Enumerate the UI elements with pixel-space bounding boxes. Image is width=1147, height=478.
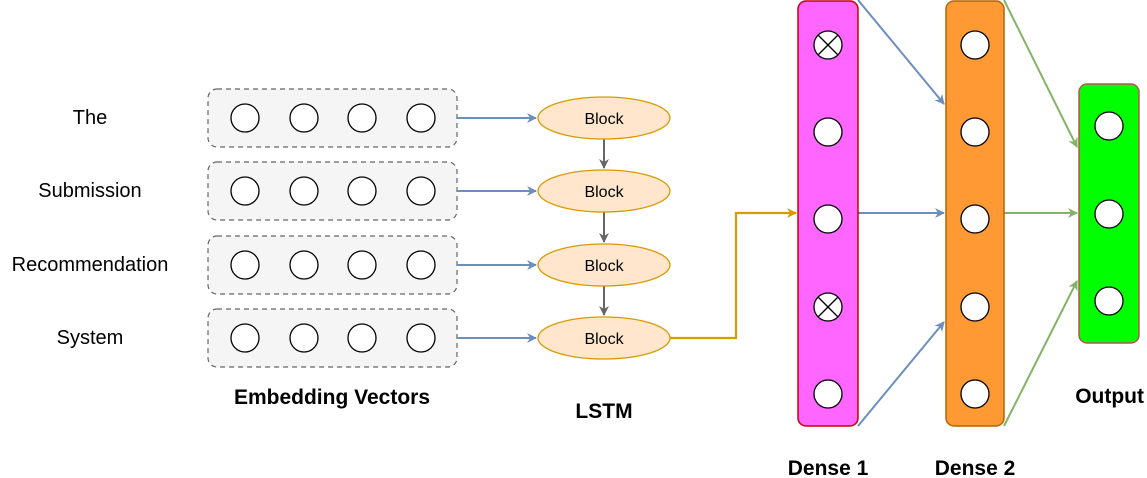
embedding-node (406, 250, 436, 280)
embedding-node (406, 103, 436, 133)
lstm-block-label: Block (584, 184, 624, 201)
embedding-to-lstm-arrows (457, 113, 537, 343)
embedding-node (289, 250, 319, 280)
input-words: The Submission Recommendation System (12, 107, 169, 349)
input-word-submission: Submission (38, 180, 141, 202)
embedding-vector-3 (207, 235, 458, 295)
dropout-cross-icon (817, 296, 839, 318)
lstm-block-2: Block (537, 169, 671, 213)
lstm-caption: LSTM (575, 400, 632, 423)
embedding-node (406, 323, 436, 353)
dense1-caption: Dense 1 (788, 457, 869, 478)
input-word-the: The (73, 107, 107, 129)
embedding-node (230, 250, 260, 280)
output-caption: Output (1075, 385, 1144, 408)
dense-arrow (857, 321, 945, 427)
output-node-2 (1094, 199, 1124, 229)
embedding-node (230, 323, 260, 353)
embedding-node (230, 176, 260, 206)
embedding-vector-2 (207, 161, 458, 221)
lstm-block-shape (537, 169, 671, 213)
embedding-node (230, 103, 260, 133)
lstm-block-shape (537, 243, 671, 287)
embedding-node (347, 323, 377, 353)
dense1-node-2 (813, 117, 843, 147)
embedding-node (347, 250, 377, 280)
lstm-block-label: Block (584, 331, 624, 348)
embedding-vectors-caption: Embedding Vectors (234, 386, 430, 409)
dense2-node-1 (960, 30, 990, 60)
input-word-system: System (57, 327, 124, 349)
dense1-node-3 (813, 204, 843, 234)
embedding-vectors (207, 88, 458, 368)
captions: Embedding Vectors LSTM Dense 1 Dense 2 O… (234, 385, 1144, 478)
dense2-layer (945, 0, 1005, 427)
lstm-block-4: Block (537, 316, 671, 360)
dense1-node-4 (813, 292, 843, 322)
lstm-block-shape (537, 96, 671, 140)
lstm-block-1: Block (537, 96, 671, 140)
embedding-node (289, 323, 319, 353)
output-arrow (1003, 0, 1078, 148)
embedding-vector-1 (207, 88, 458, 148)
dense2-node-3 (960, 204, 990, 234)
output-node-1 (1094, 111, 1124, 141)
input-word-recommendation: Recommendation (12, 254, 169, 276)
dropout-cross-icon (817, 34, 839, 56)
dense-arrow (857, 0, 945, 105)
lstm-block-3: Block (537, 243, 671, 287)
lstm-to-dense1-arrow (670, 208, 797, 340)
embedding-node (289, 103, 319, 133)
dense1-layer (797, 0, 859, 427)
lstm-block-label: Block (584, 111, 624, 128)
dense1-node-1 (813, 30, 843, 60)
embedding-node (406, 176, 436, 206)
dense1-to-dense2-arrows (857, 0, 945, 427)
dense1-node-5 (813, 379, 843, 409)
dense2-node-5 (960, 379, 990, 409)
dense2-caption: Dense 2 (935, 457, 1016, 478)
dense2-to-output-arrows (1003, 0, 1078, 427)
dense2-node-2 (960, 117, 990, 147)
lstm-blocks: Block Block Block Block (537, 96, 671, 360)
embedding-node (347, 103, 377, 133)
output-node-3 (1094, 286, 1124, 316)
embedding-node (289, 176, 319, 206)
lstm-block-label: Block (584, 258, 624, 275)
embedding-vector-4 (207, 308, 458, 368)
output-arrow (1003, 280, 1078, 427)
embedding-node (347, 176, 377, 206)
output-layer (1078, 83, 1140, 344)
dense2-node-4 (960, 292, 990, 322)
